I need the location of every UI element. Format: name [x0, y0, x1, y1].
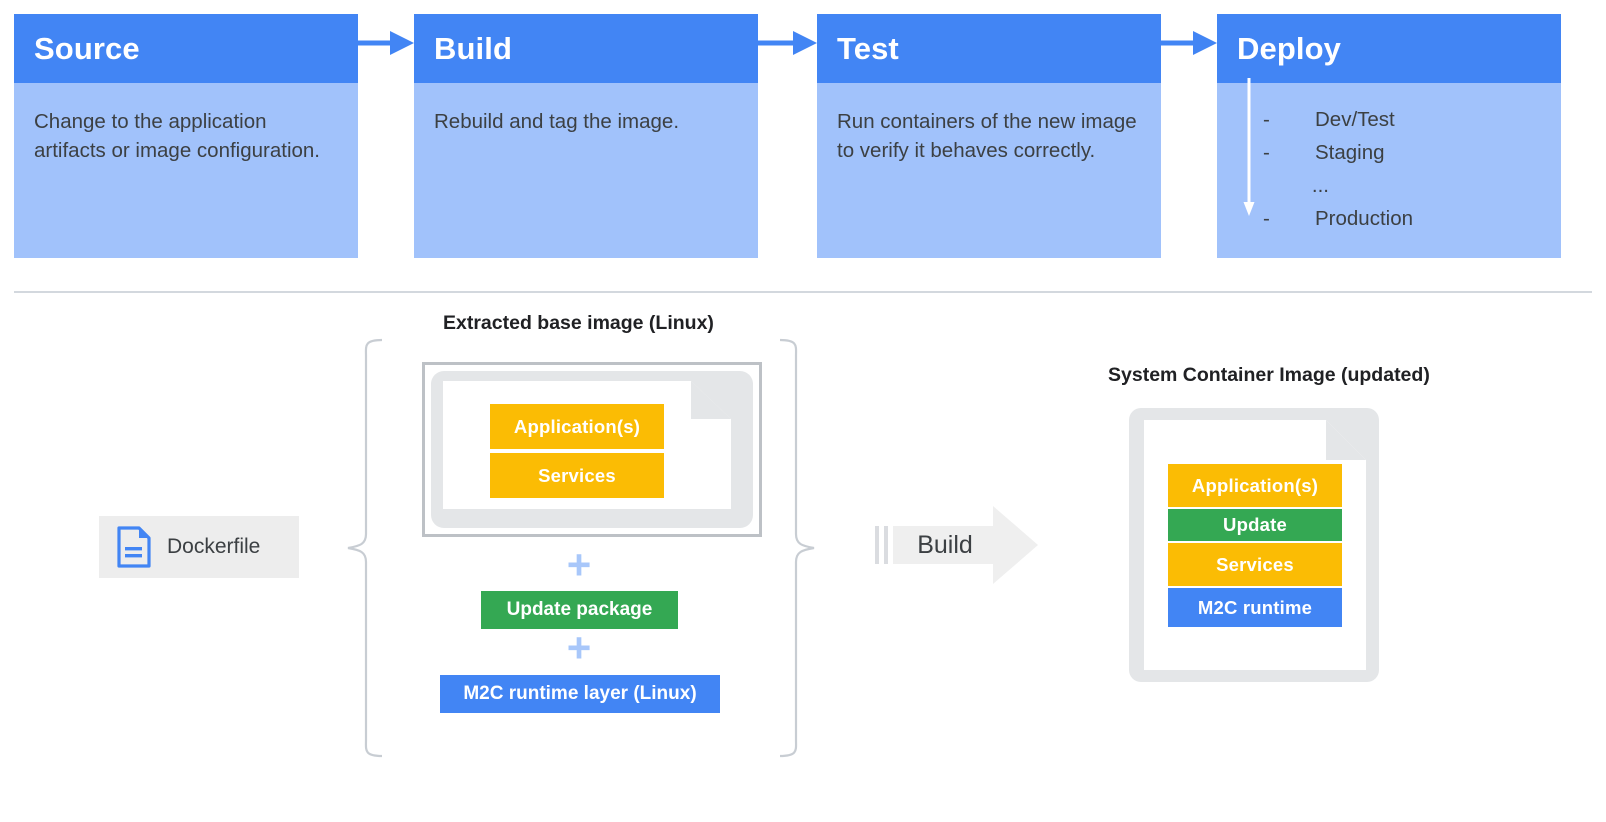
card-header: Build — [414, 14, 758, 83]
image-build-diagram: Extracted base image (Linux) System Cont… — [0, 292, 1606, 822]
card-title: Deploy — [1237, 30, 1341, 66]
left-brace — [347, 338, 383, 758]
card-header: Source — [14, 14, 358, 83]
result-layer-m2c-runtime: M2C runtime — [1168, 588, 1342, 627]
card-title: Source — [34, 30, 140, 66]
base-layer-services: Services — [490, 453, 664, 498]
list-label: Production — [1315, 207, 1414, 230]
card-title: Build — [434, 30, 512, 66]
section-divider — [14, 291, 1592, 293]
update-package-chip: Update package — [481, 591, 678, 629]
list-marker: - — [1263, 207, 1270, 230]
dockerfile-chip[interactable]: Dockerfile — [99, 516, 299, 578]
plus-sign-1: + — [566, 541, 592, 588]
base-layer-application: Application(s) — [490, 404, 664, 449]
list-label: Dev/Test — [1315, 108, 1395, 131]
deploy-environment-list: - Dev/Test - Staging ... - Production — [1263, 103, 1553, 235]
extracted-base-image-frame — [422, 362, 762, 537]
pipeline-card-source: Source Change to the application artifac… — [14, 14, 358, 258]
result-layer-update: Update — [1168, 509, 1342, 541]
list-label: Staging — [1315, 141, 1385, 164]
cicd-pipeline: Source Change to the application artifac… — [0, 0, 1606, 293]
card-description: Change to the application artifacts or i… — [34, 110, 320, 162]
card-body: Change to the application artifacts or i… — [14, 83, 358, 258]
arrow-build-to-test-icon — [755, 31, 817, 55]
dockerfile-label: Dockerfile — [167, 535, 261, 558]
list-item: - Staging — [1263, 136, 1553, 169]
list-item: - Production — [1263, 202, 1553, 235]
build-arrow-label: Build — [917, 530, 973, 559]
build-arrow-icon — [875, 506, 1038, 584]
pipeline-card-deploy: Deploy - Dev/Test - Staging — [1217, 14, 1561, 258]
right-brace — [779, 338, 815, 758]
card-description: Run containers of the new image to verif… — [837, 110, 1137, 162]
arrow-test-to-deploy-icon — [1157, 31, 1217, 55]
right-caption: System Container Image (updated) — [1108, 364, 1430, 386]
plus-sign-2: + — [566, 624, 592, 671]
list-item: ... — [1263, 169, 1553, 202]
card-body: - Dev/Test - Staging ... - Production — [1217, 78, 1561, 258]
result-layer-services: Services — [1168, 543, 1342, 586]
card-header: Deploy — [1217, 14, 1561, 83]
card-body: Rebuild and tag the image. — [414, 83, 758, 258]
card-body: Run containers of the new image to verif… — [817, 83, 1161, 258]
list-marker: - — [1263, 108, 1270, 131]
pipeline-card-test: Test Run containers of the new image to … — [817, 14, 1161, 258]
m2c-runtime-layer-chip: M2C runtime layer (Linux) — [440, 675, 720, 713]
list-item: - Dev/Test — [1263, 103, 1553, 136]
card-description: Rebuild and tag the image. — [434, 110, 680, 133]
list-marker: - — [1263, 141, 1270, 164]
dockerfile-icon — [117, 526, 151, 568]
list-marker: ... — [1311, 174, 1329, 197]
result-layer-application: Application(s) — [1168, 464, 1342, 507]
card-title: Test — [837, 30, 899, 66]
left-caption: Extracted base image (Linux) — [443, 312, 714, 334]
pipeline-card-build: Build Rebuild and tag the image. — [414, 14, 758, 258]
card-header: Test — [817, 14, 1161, 83]
downward-arrow-icon — [1243, 78, 1255, 216]
arrow-source-to-build-icon — [356, 31, 414, 55]
